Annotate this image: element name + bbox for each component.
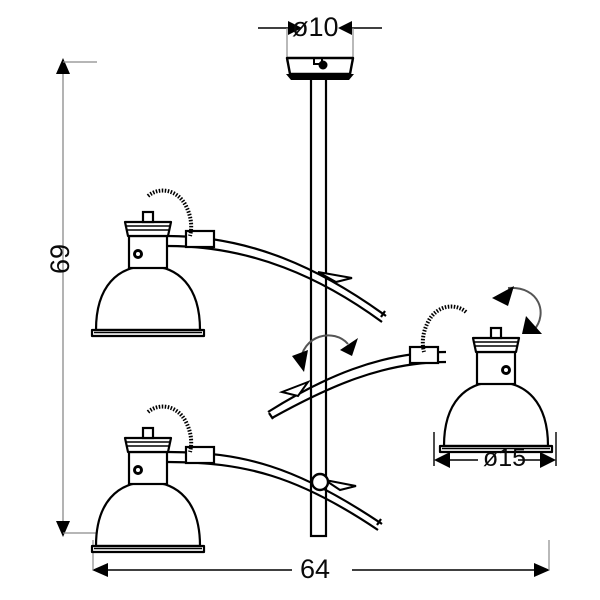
dimension-label-top: ø10 xyxy=(292,12,339,42)
ceiling-canopy xyxy=(285,56,355,80)
dimension-label-left: 69 xyxy=(45,243,75,274)
arm-swivel-rotation-arrow xyxy=(292,334,358,372)
lamp-head-right xyxy=(438,326,554,454)
arm-right xyxy=(267,345,447,420)
dimension-top-diameter xyxy=(258,21,382,62)
central-support-rod xyxy=(309,76,328,538)
arm-upper-left xyxy=(167,229,387,323)
dimension-bottom-width xyxy=(92,540,550,577)
dimension-label-right: ø15 xyxy=(483,444,527,472)
dimension-label-bottom: 64 xyxy=(300,554,331,584)
lamp-cables xyxy=(146,188,468,453)
dimension-right-shade-diameter xyxy=(433,432,557,468)
dimension-left-height xyxy=(56,58,97,537)
shade-tilt-rotation-arrow xyxy=(492,286,542,334)
arm-lower-left xyxy=(167,445,383,531)
